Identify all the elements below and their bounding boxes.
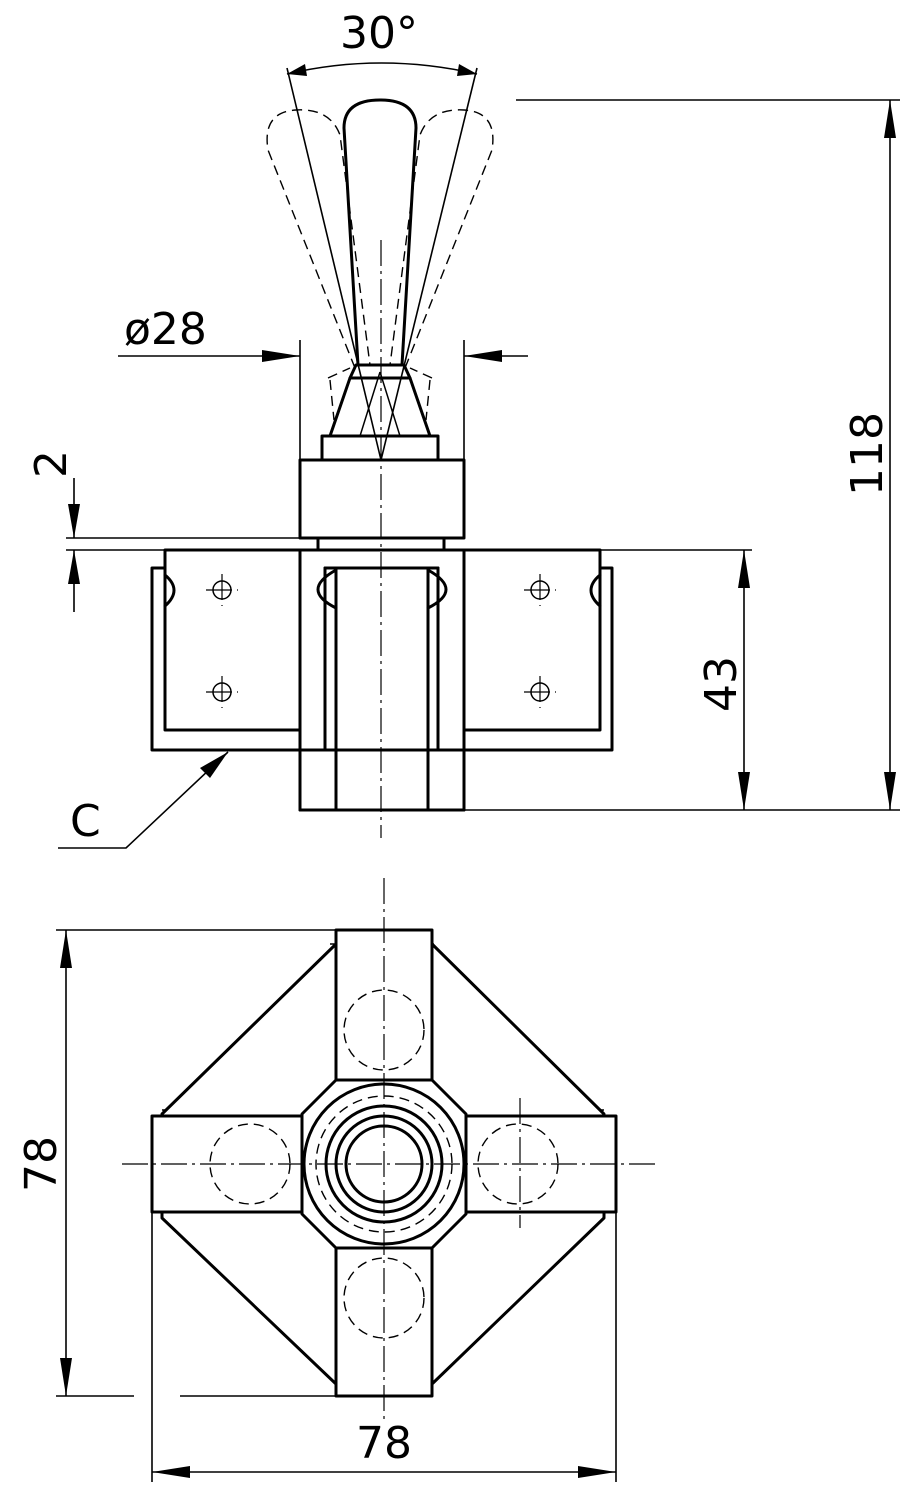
detail-c-label: C [70, 796, 101, 847]
mounting-body [150, 548, 614, 812]
nut [298, 458, 466, 540]
top-width-label: 78 [356, 1418, 412, 1469]
lever-center [342, 98, 418, 367]
gap-label: 2 [26, 450, 77, 478]
mounting-holes [206, 574, 556, 708]
cone [328, 376, 432, 438]
body-height-label: 43 [696, 656, 747, 712]
angle-label: 30° [340, 8, 418, 59]
center-notch-right [426, 568, 448, 610]
top-view [122, 878, 656, 1420]
top-dimensions: 78 78 [16, 929, 617, 1482]
total-height-label: 118 [842, 412, 893, 496]
lever-right-phantom [389, 109, 494, 369]
left-notch [163, 573, 176, 608]
right-notch [589, 573, 602, 608]
diameter-label: ø28 [124, 304, 207, 355]
center-notch-left [316, 568, 338, 610]
top-height-label: 78 [16, 1136, 67, 1192]
lever-left-phantom [266, 109, 371, 369]
front-dimensions: 30° ø28 2 118 43 C [26, 8, 900, 849]
front-view [150, 98, 614, 838]
